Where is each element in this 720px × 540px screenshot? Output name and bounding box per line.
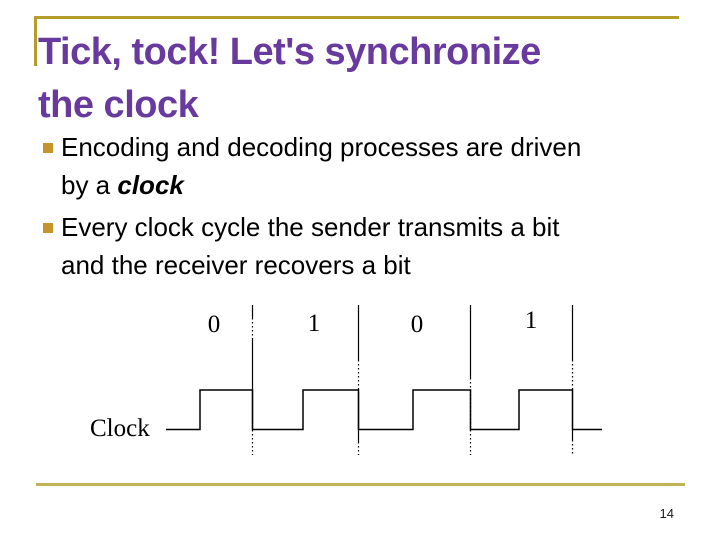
- bit-label-1: 0: [208, 311, 221, 338]
- bit-label-3: 0: [411, 311, 424, 338]
- clock-emphasis-text: clock: [117, 170, 184, 200]
- left-accent-line: [34, 16, 37, 66]
- bullet-2-line-2: and the receiver recovers a bit: [61, 250, 411, 280]
- bit-label-4: 1: [525, 307, 538, 334]
- top-accent-line: [34, 16, 679, 19]
- clock-signal-path: [166, 389, 602, 431]
- clock-signal-label: Clock: [90, 415, 150, 442]
- bullet-square-icon: [43, 223, 53, 233]
- page-number: 14: [659, 506, 674, 521]
- bullet-item-clock-cycle: Every clock cycle the sender transmits a…: [43, 208, 673, 284]
- bullet-1-line-2: by a clock: [61, 170, 184, 200]
- slide-title: Tick, tock! Let's synchronize the clock: [38, 26, 688, 132]
- bullet-square-icon: [43, 143, 53, 153]
- bullet-2-line-1: Every clock cycle the sender transmits a…: [61, 212, 560, 242]
- bullet-1-line-1: Encoding and decoding processes are driv…: [61, 132, 582, 162]
- bullet-item-encoding: Encoding and decoding processes are driv…: [43, 128, 673, 204]
- slide-title-line-2: the clock: [38, 84, 199, 126]
- bit-label-2: 1: [308, 310, 321, 337]
- bottom-accent-line: [36, 483, 685, 486]
- slide-title-line-1: Tick, tock! Let's synchronize: [38, 31, 541, 73]
